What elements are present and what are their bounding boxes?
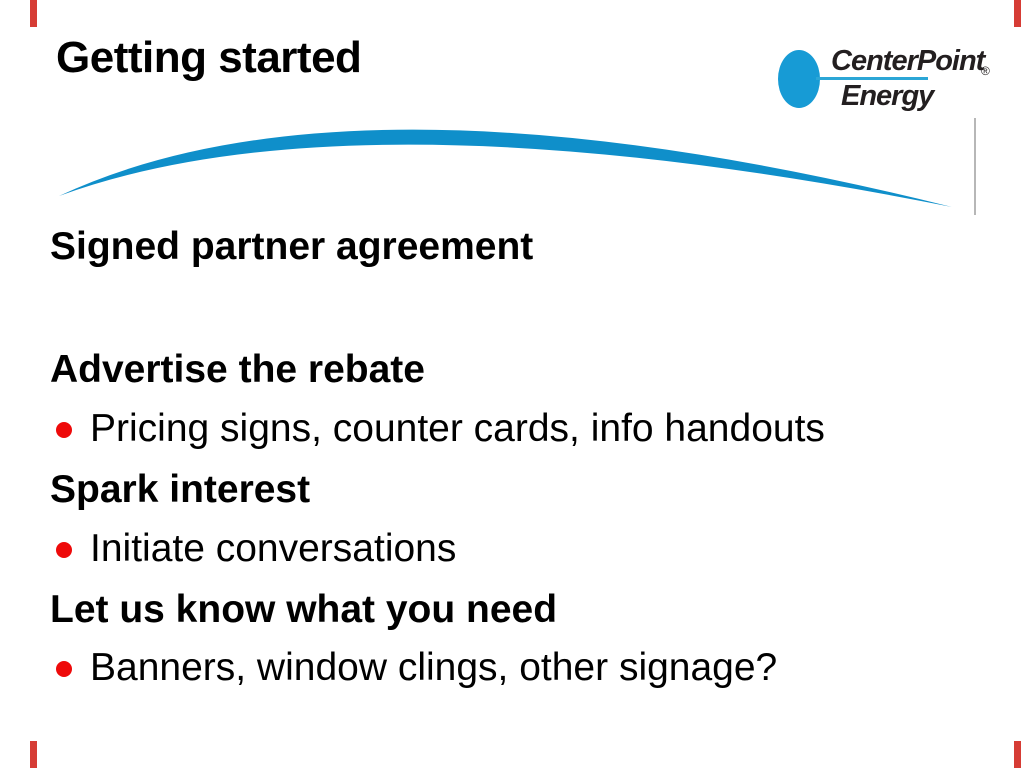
corner-mark-bottom-right (1014, 741, 1021, 768)
corner-mark-bottom-left (30, 741, 37, 768)
corner-mark-top-left (30, 0, 37, 27)
centerpoint-energy-logo: CenterPoint ® Energy (770, 40, 1010, 125)
bullet-dot-icon (56, 422, 72, 438)
body-heading: Spark interest (50, 468, 311, 511)
logo-circle-icon (778, 50, 820, 108)
bullet-item-label: Initiate conversations (90, 527, 457, 570)
bullet-dot-icon (56, 661, 72, 677)
bullet-item: Pricing signs, counter cards, info hando… (56, 406, 825, 452)
logo-text-energy: Energy (841, 80, 934, 112)
body-heading: Advertise the rebate (50, 348, 425, 391)
bullet-item: Banners, window clings, other signage? (56, 645, 778, 691)
bullet-item-label: Banners, window clings, other signage? (90, 646, 778, 689)
body-heading: Let us know what you need (50, 588, 558, 631)
logo-underline (816, 77, 928, 80)
logo-text-centerpoint: CenterPoint (831, 45, 985, 77)
registered-trademark-icon: ® (981, 64, 990, 78)
bullet-item-label: Pricing signs, counter cards, info hando… (90, 407, 825, 450)
corner-mark-top-right (1014, 0, 1021, 27)
slide-title: Getting started (56, 33, 362, 82)
bullet-dot-icon (56, 542, 72, 558)
body-heading: Signed partner agreement (50, 225, 534, 268)
right-edge-line (974, 118, 976, 215)
bullet-item: Initiate conversations (56, 526, 457, 572)
